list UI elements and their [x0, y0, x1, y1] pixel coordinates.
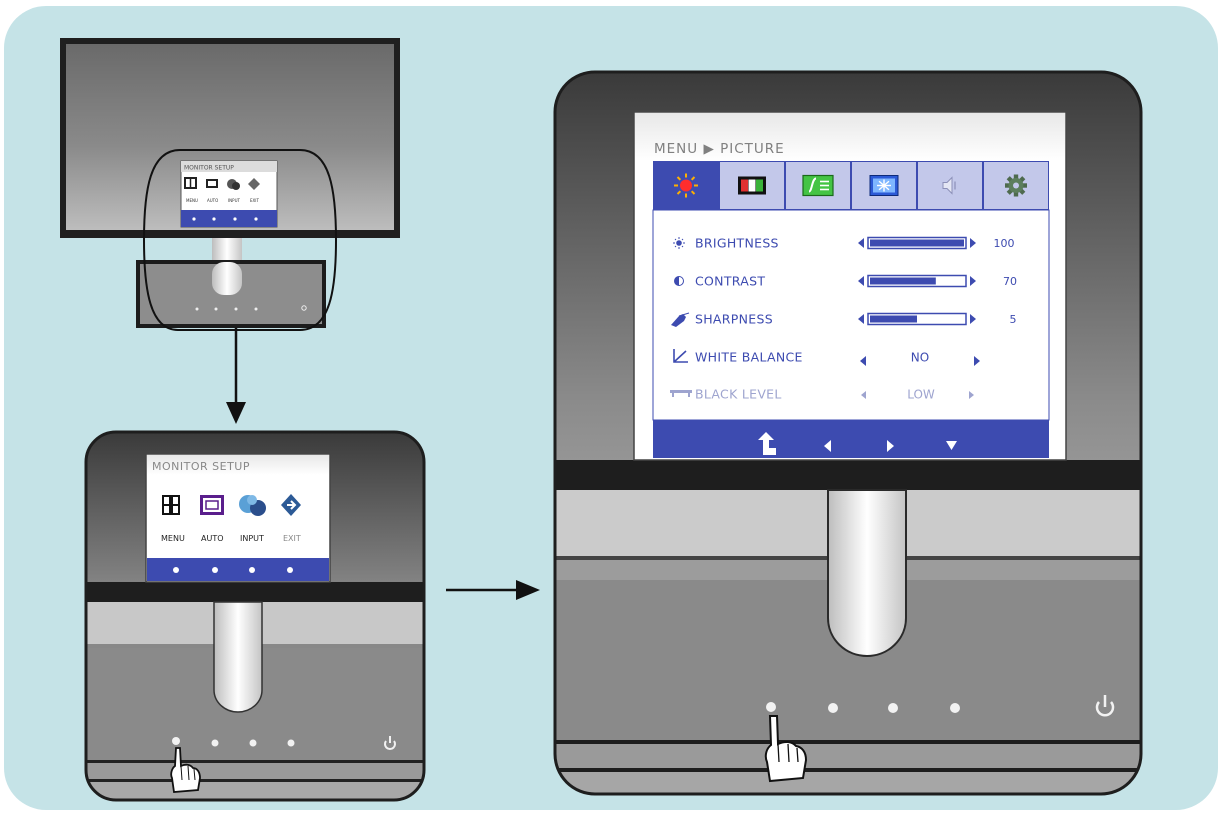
- brightness-value: 100: [994, 237, 1015, 250]
- slider-right-arrow[interactable]: [970, 314, 976, 324]
- black-level-left-arrow: [861, 391, 866, 399]
- tab-color[interactable]: [720, 162, 784, 209]
- auto-button[interactable]: [211, 739, 219, 747]
- gear-icon: [1005, 174, 1027, 197]
- tab-picture[interactable]: [654, 162, 718, 209]
- slider-right-arrow[interactable]: [970, 238, 976, 248]
- slider-fill: [870, 239, 964, 247]
- tab-bar: [653, 161, 1049, 210]
- setting-label-sharpness: SHARPNESS: [695, 312, 773, 327]
- large-auto-button[interactable]: [828, 703, 838, 713]
- contrast-value: 70: [1003, 275, 1017, 288]
- monitor-setup-title: MONITOR SETUP: [152, 460, 250, 473]
- arrow-down: [226, 328, 246, 424]
- large-menu-button[interactable]: [766, 702, 776, 712]
- input-icon: [239, 495, 266, 516]
- tab-display[interactable]: [786, 162, 850, 209]
- slider-fill: [870, 277, 936, 285]
- zoom-highlight: [142, 149, 338, 331]
- small-label-input: INPUT: [228, 198, 241, 203]
- input-button[interactable]: [249, 739, 257, 747]
- contrast-icon: [674, 276, 684, 286]
- setting-label-black-level: BLACK LEVEL: [695, 387, 782, 402]
- tab-audio[interactable]: [918, 162, 982, 209]
- setting-label-white-balance: WHITE BALANCE: [695, 350, 803, 365]
- exit-button[interactable]: [287, 739, 295, 747]
- menu-button[interactable]: [172, 737, 180, 745]
- slider-brightness[interactable]: [858, 236, 976, 250]
- slider-right-arrow[interactable]: [970, 276, 976, 286]
- label-input: INPUT: [240, 534, 264, 543]
- white-balance-right-arrow[interactable]: [974, 356, 980, 366]
- power-icon[interactable]: [384, 736, 396, 750]
- tab-settings[interactable]: [984, 162, 1048, 209]
- auto-icon: [200, 495, 224, 515]
- left-arrow-icon[interactable]: [824, 440, 831, 452]
- image-icon: [869, 175, 899, 196]
- small-label-exit: EXIT: [250, 198, 259, 203]
- large-pointing-hand-icon: [764, 715, 808, 783]
- right-arrow-icon[interactable]: [887, 440, 894, 452]
- osd-nav-bar: [653, 420, 1049, 458]
- setting-label-contrast: CONTRAST: [695, 274, 765, 289]
- color-bars-icon: [738, 176, 766, 195]
- stand-neck-large: [827, 489, 907, 657]
- sharpness-icon: [671, 312, 690, 327]
- black-level-icon: [670, 390, 692, 397]
- arrow-right: [446, 580, 540, 600]
- white-balance-value: NO: [911, 351, 929, 365]
- picture-settings-list: [652, 209, 1050, 421]
- slider-sharpness[interactable]: [858, 312, 976, 326]
- picture-menu-view: MENU ▶ PICTURE BRIGHTNESS CONTRAS: [553, 70, 1143, 796]
- slider-fill: [870, 315, 917, 323]
- setting-label-brightness: BRIGHTNESS: [695, 236, 779, 251]
- display-icon: [802, 174, 834, 197]
- menu-icon: [162, 495, 180, 515]
- small-label-auto: AUTO: [207, 198, 218, 203]
- large-input-button[interactable]: [888, 703, 898, 713]
- monitor-setup-footer: [147, 558, 329, 581]
- label-auto: AUTO: [201, 534, 224, 543]
- speaker-icon: [942, 176, 956, 195]
- small-osd-header: [181, 161, 277, 172]
- black-level-right-arrow: [969, 391, 974, 399]
- picture-breadcrumb: MENU ▶ PICTURE: [654, 141, 785, 157]
- pointing-hand-icon: [170, 747, 201, 793]
- down-arrow-icon[interactable]: [946, 441, 957, 450]
- large-exit-button[interactable]: [950, 703, 960, 713]
- small-monitor: MONITOR SETUP MENU AUTO INPUT EXIT: [60, 38, 400, 331]
- small-exit-icon: [248, 178, 260, 190]
- stand-neck: [213, 601, 263, 713]
- tab-image[interactable]: [852, 162, 916, 209]
- white-balance-left-arrow[interactable]: [860, 356, 866, 366]
- label-menu: MENU: [161, 534, 185, 543]
- slider-left-arrow[interactable]: [858, 314, 864, 324]
- slider-left-arrow[interactable]: [858, 238, 864, 248]
- white-balance-icon: [673, 349, 688, 363]
- slider-left-arrow[interactable]: [858, 276, 864, 286]
- small-label-menu: MENU: [186, 198, 198, 203]
- monitor-setup-view: MONITOR SETUP MENU AUTO INPUT EXIT: [84, 430, 426, 802]
- sun-icon: [674, 173, 698, 198]
- small-osd-title: MONITOR SETUP: [184, 165, 234, 172]
- small-osd-footer: [181, 210, 277, 227]
- large-power-icon[interactable]: [1095, 695, 1115, 717]
- brightness-icon: [673, 237, 685, 249]
- back-icon[interactable]: [758, 432, 776, 455]
- slider-contrast[interactable]: [858, 274, 976, 288]
- sharpness-value: 5: [1010, 313, 1017, 326]
- label-exit: EXIT: [283, 534, 301, 543]
- exit-icon: [281, 494, 301, 516]
- black-level-value: LOW: [907, 388, 935, 402]
